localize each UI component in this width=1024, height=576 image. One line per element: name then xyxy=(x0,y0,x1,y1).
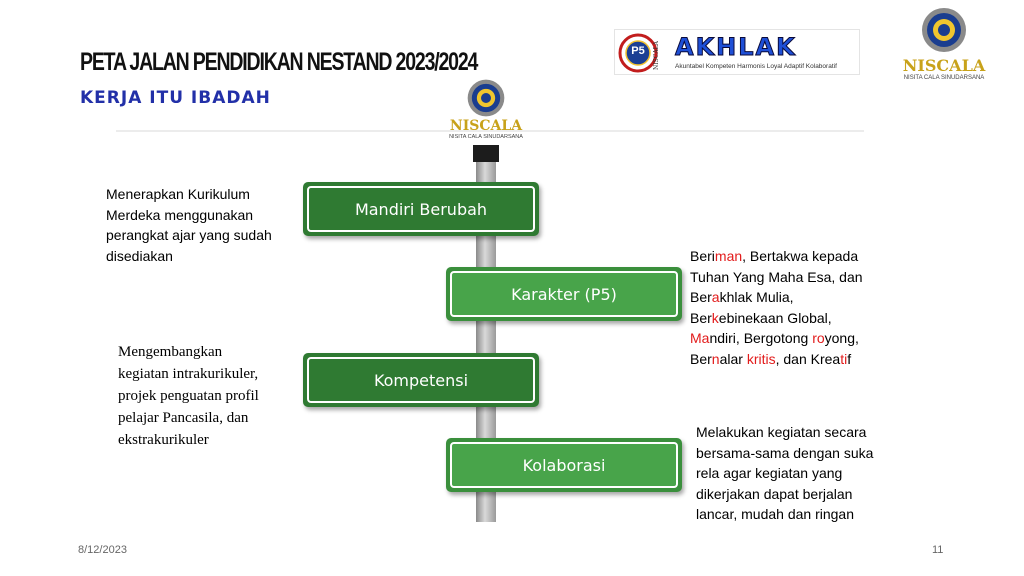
sign-karakter-p5: Karakter (P5) xyxy=(446,267,682,321)
header-divider xyxy=(116,130,864,132)
note-line: pelajar Pancasila, dan xyxy=(118,410,249,426)
note-line: rela agar kegiatan yang xyxy=(696,465,843,481)
niscala-logo-name: NISCALA xyxy=(902,56,986,75)
sign-mandiri-berubah: Mandiri Berubah xyxy=(303,182,539,236)
akhlak-tagline: Akuntabel Kompeten Harmonis Loyal Adapti… xyxy=(675,63,837,70)
niscala-logo-tagline: NISITA CALA SINUDARSANA xyxy=(903,75,985,81)
note-line: Melakukan kegiatan secara xyxy=(696,424,867,440)
note-line: Bernalar kritis, dan Kreatif xyxy=(690,350,852,367)
gear-emblem-icon xyxy=(922,8,966,52)
p5-badge-icon xyxy=(618,33,658,73)
note-line: lancar, mudah dan ringan xyxy=(696,506,854,522)
sign-label: Karakter (P5) xyxy=(511,284,617,304)
note-line: Mengembangkan xyxy=(118,344,223,360)
note-line: Berkebinekaan Global, xyxy=(690,309,832,326)
sign-label: Mandiri Berubah xyxy=(354,199,488,219)
p5-ring-text: NISCALA xyxy=(653,41,660,70)
sign-label: Kolaborasi xyxy=(522,455,606,475)
note-mandiri: Menerapkan Kurikulum Merdeka menggunakan… xyxy=(106,184,306,266)
note-line: disediakan xyxy=(106,247,173,264)
note-line: dikerjakan dapat berjalan xyxy=(696,485,853,502)
note-kolaborasi: Melakukan kegiatan secara bersama-sama d… xyxy=(696,422,906,525)
note-line: Merdeka menggunakan xyxy=(106,206,254,223)
signpost-cap xyxy=(473,145,499,162)
page-subtitle: KERJA ITU IBADAH xyxy=(80,88,271,108)
niscala-logo-top-right: NISCALA NISITA CALA SINUDARSANA xyxy=(888,6,1000,82)
note-line: Tuhan Yang Maha Esa, dan xyxy=(690,268,863,285)
akhlak-wordmark: AKHLAK xyxy=(675,33,797,62)
note-line: kegiatan intrakurikuler, xyxy=(118,366,259,382)
niscala-logo-center: NISCALA NISITA CALA SINUDARSANA xyxy=(438,78,534,142)
note-line: Menerapkan Kurikulum xyxy=(106,186,250,202)
gear-emblem-icon xyxy=(467,79,505,117)
note-line: perangkat ajar yang sudah xyxy=(106,227,272,243)
page-number: 11 xyxy=(932,544,944,556)
niscala-logo-tagline: NISITA CALA SINUDARSANA xyxy=(449,134,523,140)
note-line: ekstrakurikuler xyxy=(118,432,209,448)
akhlak-logo-banner: P5 NISCALA AKHLAK Akuntabel Kompeten Har… xyxy=(614,29,860,75)
sign-kompetensi: Kompetensi xyxy=(303,353,539,407)
note-line: Beriman, Bertakwa kepada xyxy=(690,248,859,264)
note-line: bersama-sama dengan suka xyxy=(696,444,874,461)
signpost-pole xyxy=(476,162,496,522)
note-kompetensi: Mengembangkan kegiatan intrakurikuler, p… xyxy=(118,341,308,451)
p5-label: P5 xyxy=(631,45,645,57)
note-line: projek penguatan profil xyxy=(118,388,259,404)
sign-label: Kompetensi xyxy=(373,370,469,390)
note-karakter: Beriman, Bertakwa kepada Tuhan Yang Maha… xyxy=(690,246,900,369)
sign-kolaborasi: Kolaborasi xyxy=(446,438,682,492)
footer-date: 8/12/2023 xyxy=(78,544,127,556)
page-title: PETA JALAN PENDIDIKAN NESTAND 2023/2024 xyxy=(80,48,478,76)
note-line: Mandiri, Bergotong royong, xyxy=(690,330,859,346)
note-line: Berakhlak Mulia, xyxy=(690,289,794,305)
